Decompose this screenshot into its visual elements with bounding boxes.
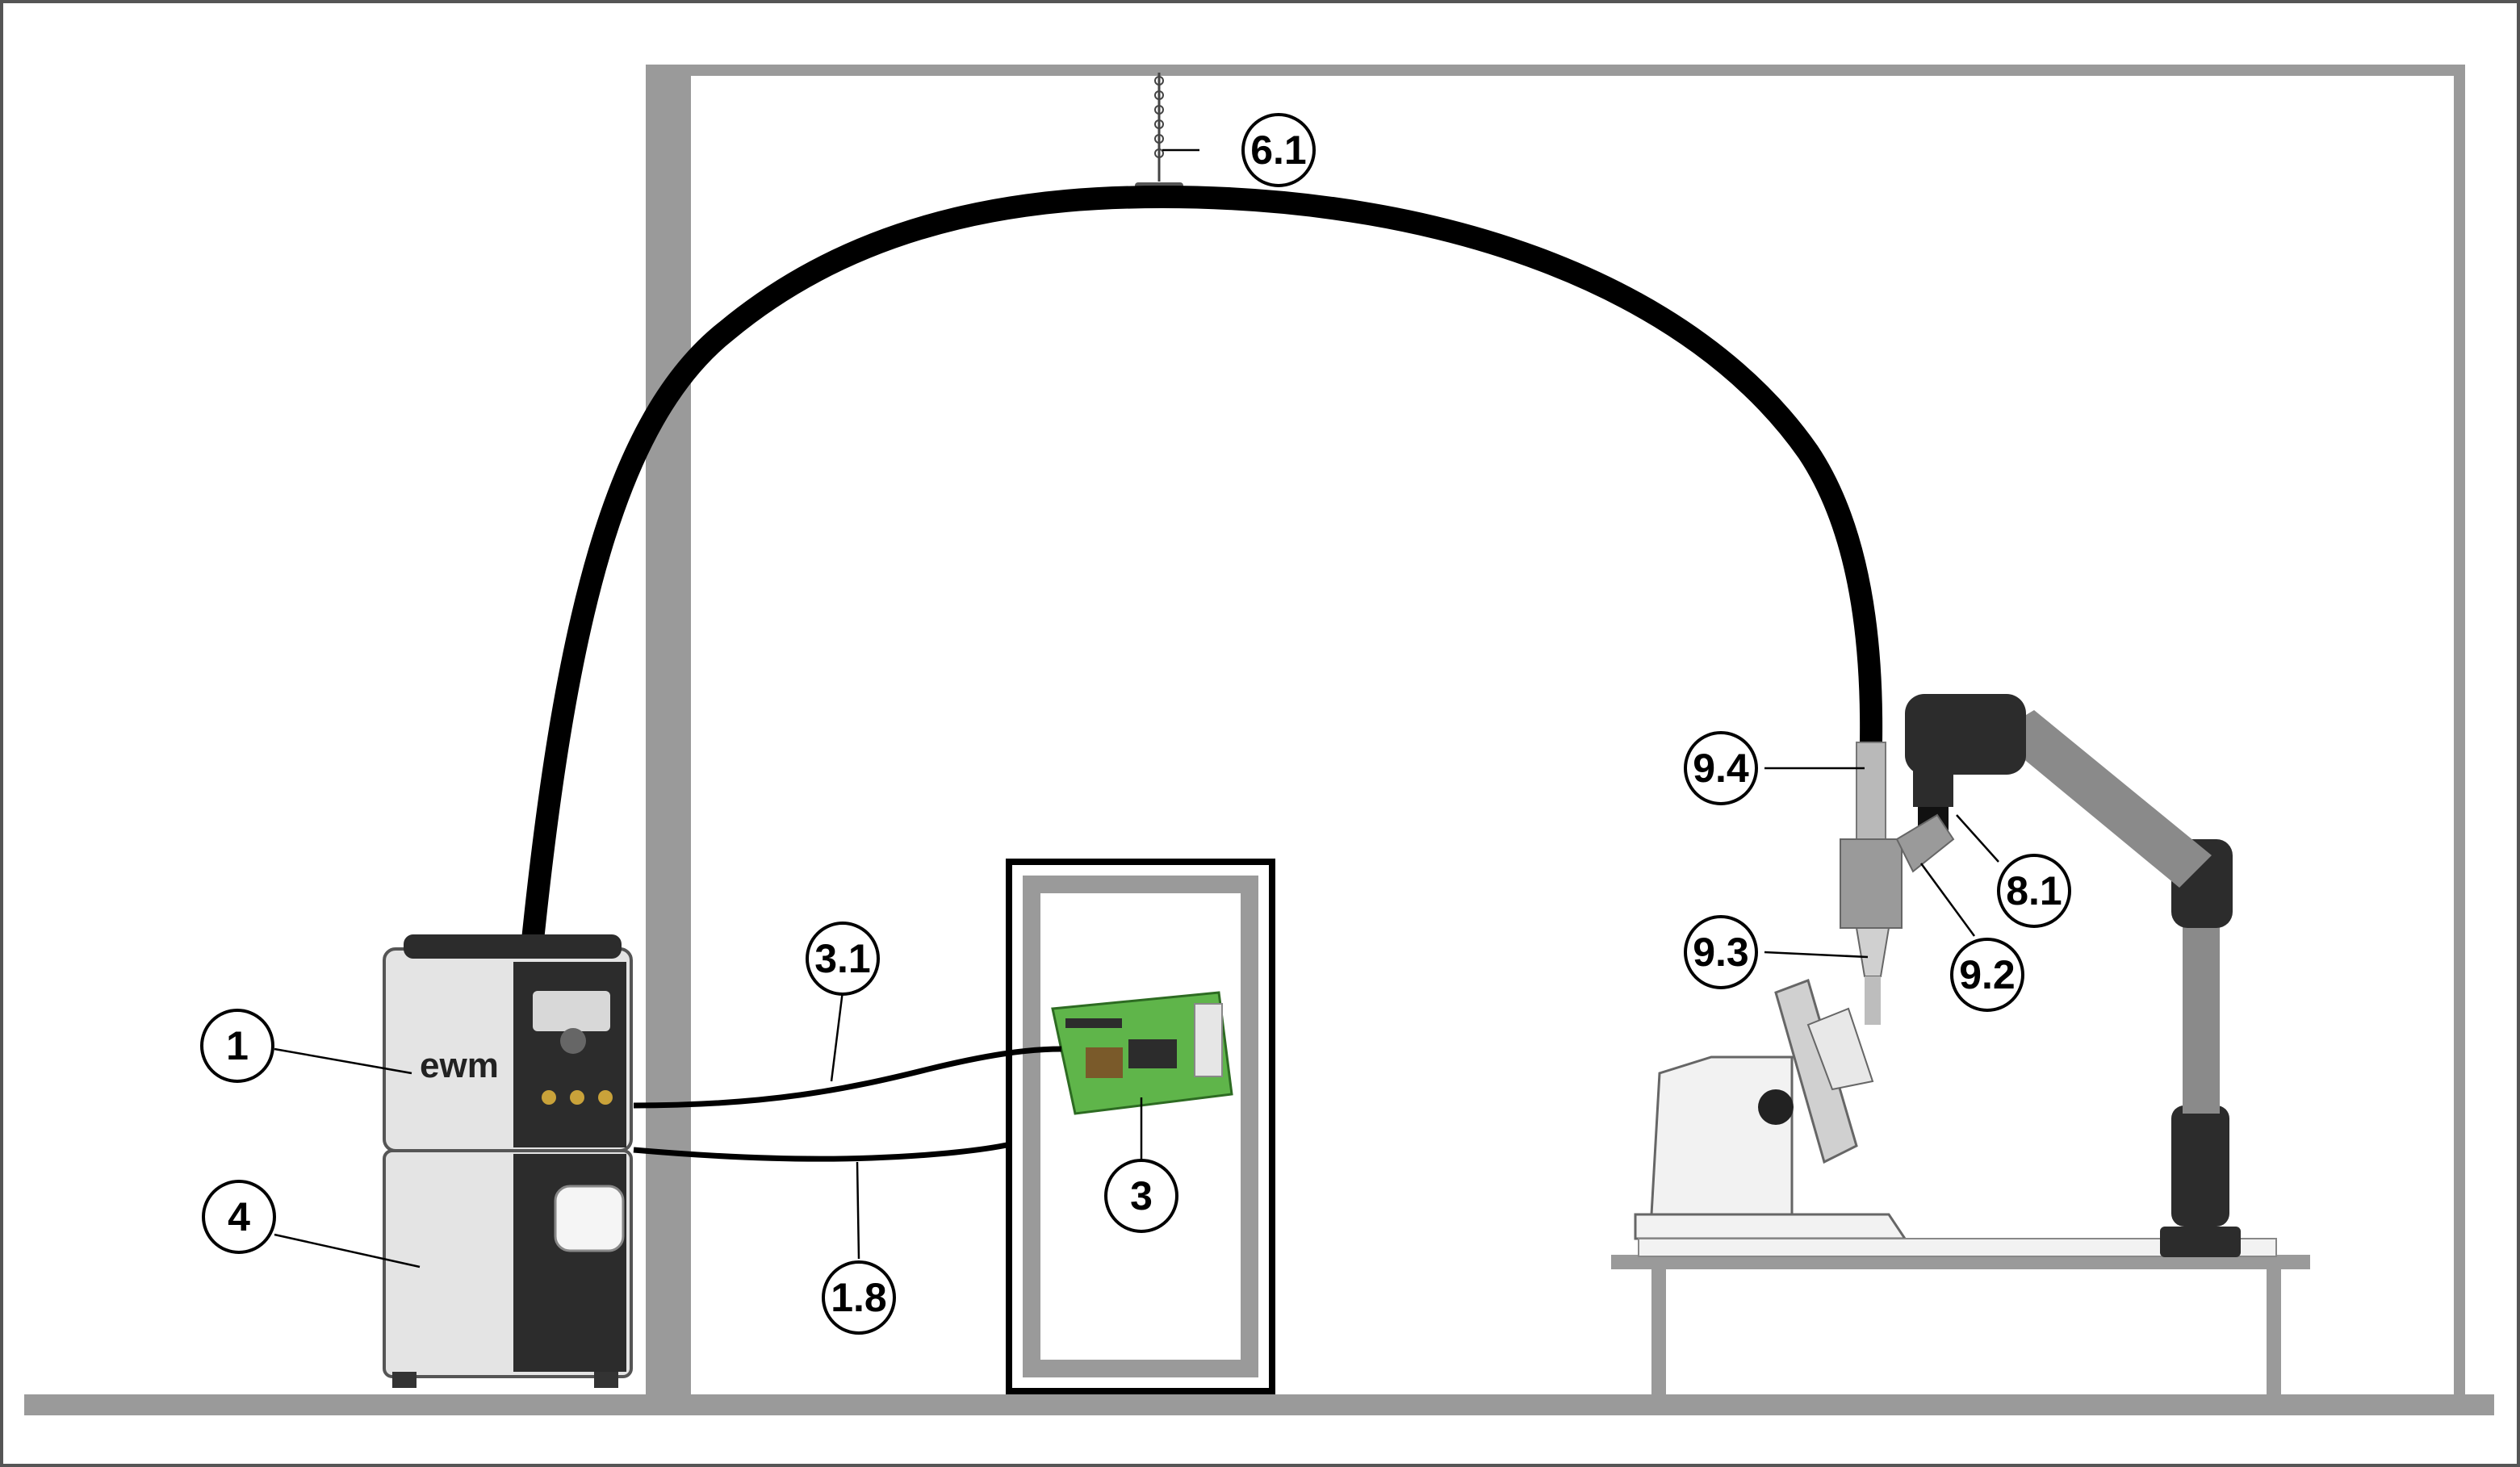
svg-text:4: 4	[228, 1194, 250, 1239]
svg-text:9.3: 9.3	[1693, 930, 1749, 975]
ceiling-beam	[646, 65, 2465, 76]
svg-text:3.1: 3.1	[814, 936, 871, 981]
svg-text:6.1: 6.1	[1250, 127, 1307, 173]
hose-package	[521, 185, 1883, 951]
callout-1: 1	[200, 1009, 274, 1083]
leader-lines	[274, 148, 1999, 1268]
callout-3-1: 3.1	[806, 922, 880, 996]
callout-9-2: 9.2	[1950, 938, 2024, 1012]
svg-text:9.4: 9.4	[1693, 746, 1749, 791]
work-table	[1611, 1238, 2310, 1394]
connection-cable-1-8	[633, 1141, 1011, 1162]
svg-text:1.8: 1.8	[831, 1275, 887, 1320]
callout-4: 4	[202, 1180, 276, 1254]
svg-text:3: 3	[1130, 1173, 1153, 1218]
callout-9-3: 9.3	[1684, 915, 1758, 989]
cooling-unit	[383, 1149, 633, 1388]
callout-3: 3	[1104, 1159, 1178, 1233]
left-wall-column	[646, 65, 691, 1396]
callout-1-8: 1.8	[822, 1260, 896, 1335]
control-cable-3-1	[633, 1046, 1062, 1109]
interface-pcb	[1051, 991, 1233, 1115]
collaborative-robot	[1905, 694, 2241, 1257]
welding-torch	[1840, 742, 1955, 1025]
svg-text:8.1: 8.1	[2006, 868, 2062, 913]
workpiece-positioner	[1634, 979, 1907, 1240]
svg-text:9.2: 9.2	[1959, 952, 2016, 997]
room-structure	[24, 65, 2494, 1415]
callout-9-4: 9.4	[1684, 731, 1758, 805]
callout-8-1: 8.1	[1997, 854, 2071, 928]
welding-power-source: ewm	[383, 934, 633, 1152]
ewm-logo: ewm	[420, 1046, 499, 1085]
svg-text:1: 1	[226, 1023, 249, 1068]
right-wall	[2454, 65, 2465, 1396]
callout-6-1: 6.1	[1241, 113, 1316, 187]
floor	[24, 1394, 2494, 1415]
